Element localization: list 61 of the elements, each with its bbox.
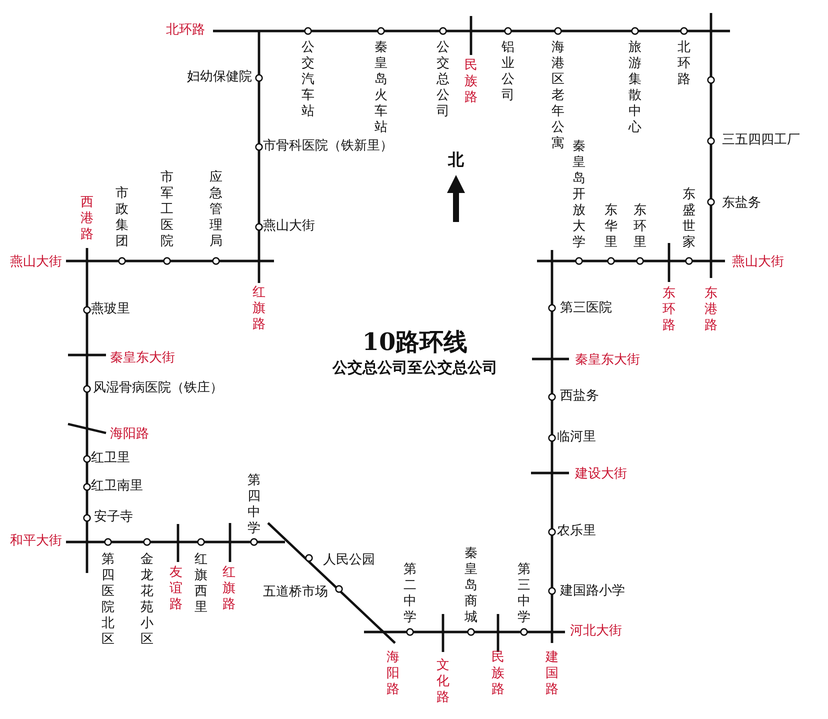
stop-label: 秦皇岛商城 bbox=[464, 546, 478, 626]
stop-label: 临河里 bbox=[557, 430, 596, 446]
street-label: 东环路 bbox=[662, 286, 676, 334]
street-label: 秦皇东大街 bbox=[575, 354, 640, 368]
route-subtitle: 公交总公司至公交总公司 bbox=[332, 359, 498, 377]
stop-label: 第三医院 bbox=[560, 302, 612, 316]
stop-label: 红旗西里 bbox=[194, 552, 208, 616]
compass-label: 北 bbox=[448, 150, 464, 170]
stop-label: 铝业公司 bbox=[500, 40, 516, 104]
stop-label: 旅游集散中心 bbox=[628, 40, 642, 136]
stop-label: 东环里 bbox=[632, 203, 648, 251]
street-label: 河北大街 bbox=[570, 624, 622, 640]
stop-label: 第二中学 bbox=[402, 562, 418, 626]
stop-label: 第四医院北区 bbox=[100, 552, 116, 648]
stop-label: 妇幼保健院 bbox=[187, 70, 252, 86]
street-label: 友谊路 bbox=[168, 565, 184, 613]
street-label: 西港路 bbox=[80, 195, 94, 243]
stop-label: 公交总公司 bbox=[436, 40, 450, 120]
stop-label: 公交汽车站 bbox=[300, 40, 316, 120]
stop-label: 农乐里 bbox=[557, 524, 596, 540]
street-label: 东港路 bbox=[704, 286, 718, 334]
street-label: 建设大街 bbox=[575, 468, 627, 482]
stop-label: 金龙花苑小区 bbox=[140, 552, 154, 648]
stop-label: 红卫南里 bbox=[91, 480, 143, 494]
map-title: 10路环线 bbox=[362, 328, 468, 356]
stop-label: 秦皇岛开放大学 bbox=[572, 139, 586, 251]
stop-label: 红卫里 bbox=[91, 452, 130, 466]
stop-label: 燕玻里 bbox=[91, 302, 130, 318]
stop-label: 五道桥市场 bbox=[263, 586, 328, 600]
stop-label: 第三中学 bbox=[516, 562, 532, 626]
street-label: 民族路 bbox=[490, 650, 506, 698]
stop-label: 秦皇岛火车站 bbox=[374, 40, 388, 136]
street-label: 秦皇东大街 bbox=[110, 352, 175, 366]
stop-label: 市骨科医院（铁新里） bbox=[263, 140, 393, 154]
stop-label: 市政集团 bbox=[114, 186, 130, 250]
street-label: 和平大街 bbox=[10, 534, 62, 550]
street-label: 红旗路 bbox=[252, 285, 266, 333]
stop-label: 东盐务 bbox=[722, 196, 761, 212]
stop-label: 海港区老年公寓 bbox=[550, 40, 566, 152]
stop-label: 安子寺 bbox=[94, 510, 133, 526]
stop-label: 东华里 bbox=[604, 203, 618, 251]
stop-label: 三五四四工厂 bbox=[722, 134, 800, 148]
street-label: 建国路 bbox=[544, 650, 560, 698]
stop-label: 人民公园 bbox=[323, 554, 375, 568]
stop-label: 建国路小学 bbox=[560, 584, 625, 600]
stop-label: 风湿骨病医院（铁庄） bbox=[93, 382, 223, 396]
street-label: 海阳路 bbox=[386, 650, 400, 698]
street-label: 文化路 bbox=[436, 658, 450, 706]
street-label: 海阳路 bbox=[110, 428, 149, 442]
stop-label: 市军工医院 bbox=[160, 170, 174, 250]
stop-label: 应急管理局 bbox=[208, 170, 224, 250]
street-label: 燕山大街 bbox=[10, 256, 62, 270]
street-label: 民族路 bbox=[464, 58, 478, 106]
stop-label: 燕山大街 bbox=[263, 220, 315, 234]
street-label: 红旗路 bbox=[222, 565, 236, 613]
stop-label: 第四中学 bbox=[246, 473, 262, 537]
stop-label: 西盐务 bbox=[560, 390, 599, 404]
street-label: 北环路 bbox=[166, 24, 205, 38]
stop-label: 东盛世家 bbox=[682, 187, 696, 251]
stop-label: 北环路 bbox=[676, 40, 692, 88]
street-label: 燕山大街 bbox=[732, 256, 784, 270]
